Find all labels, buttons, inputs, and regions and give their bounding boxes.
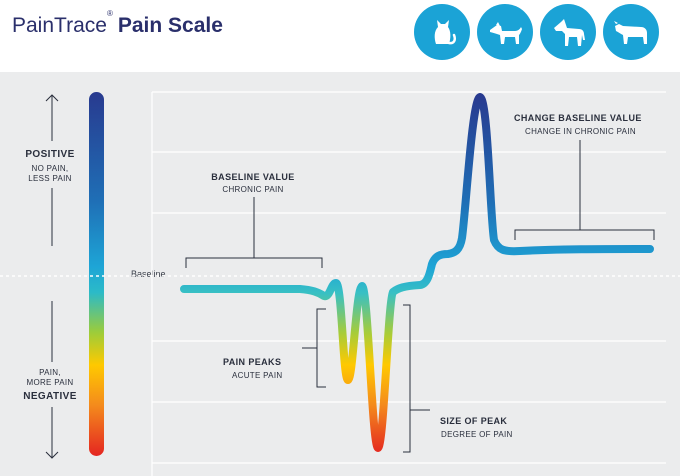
positive-title: POSITIVE (25, 149, 75, 160)
size-of-peak-sub: DEGREE OF PAIN (441, 430, 513, 439)
down-arrow-head (45, 451, 59, 459)
header: PainTrace® Pain Scale (0, 0, 680, 72)
pain-scale-bar (89, 92, 104, 456)
baseline-value-sub: CHRONIC PAIN (222, 185, 284, 194)
negative-sub1: PAIN, (39, 368, 61, 377)
diagram-panel (0, 72, 680, 476)
baseline-value-bracket (185, 257, 323, 268)
pain-peaks-sub: ACUTE PAIN (232, 371, 283, 380)
pain-peaks-title: PAIN PEAKS (223, 357, 282, 367)
baseline-label: Baseline (131, 269, 166, 279)
horse-icon[interactable] (540, 4, 596, 60)
animal-icons (0, 4, 680, 68)
brand-name: PainTrace (12, 14, 107, 37)
size-of-peak-title: SIZE OF PEAK (440, 416, 508, 426)
cow-icon[interactable] (603, 4, 659, 60)
pain-trace-curve (180, 93, 654, 452)
baseline-value-title: BASELINE VALUE (211, 172, 295, 182)
brand-title: PainTrace® Pain Scale (12, 9, 223, 38)
up-arrow-head (45, 94, 59, 102)
change-baseline-bracket (514, 229, 655, 240)
brand-subtitle: Pain Scale (117, 14, 223, 37)
change-baseline-sub: CHANGE IN CHRONIC PAIN (525, 127, 636, 136)
dog-icon[interactable] (477, 4, 533, 60)
cat-icon[interactable] (414, 4, 470, 60)
size-of-peak-bracket (403, 304, 411, 453)
negative-title: NEGATIVE (23, 391, 77, 402)
scale-arrows (45, 94, 59, 459)
registered-mark: ® (106, 9, 113, 18)
positive-sub2: LESS PAIN (28, 174, 72, 183)
annotation-brackets (185, 140, 655, 453)
pain-peaks-bracket (316, 308, 326, 388)
positive-sub1: NO PAIN, (31, 164, 69, 173)
change-baseline-title: CHANGE BASELINE VALUE (514, 113, 642, 123)
negative-sub2: MORE PAIN (26, 378, 74, 387)
grid-lines (151, 91, 666, 476)
